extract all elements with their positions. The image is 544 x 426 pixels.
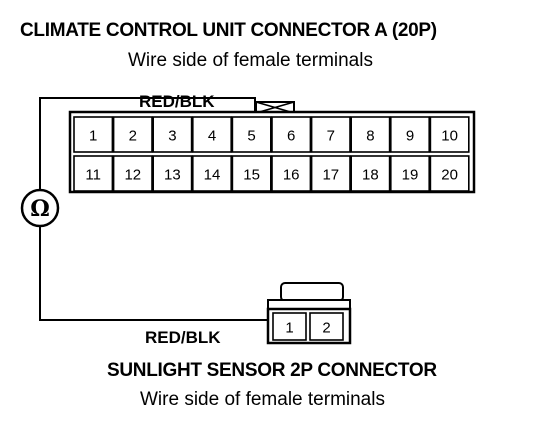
sensor-connector-tab (280, 282, 344, 302)
pin-3-cell (152, 116, 193, 153)
sensor-pin-2-label: 2 (322, 320, 330, 337)
pin-11-label: 11 (85, 167, 101, 184)
pin-8-cell (350, 116, 391, 153)
pin-19-cell (389, 155, 430, 192)
pin-8-label: 8 (366, 128, 374, 145)
pin-16-label: 16 (283, 167, 300, 184)
connector-a-wire-label: RED/BLK (139, 92, 215, 111)
pin-14-label: 14 (204, 167, 221, 184)
pin-1-label: 1 (89, 128, 97, 145)
pin-4-label: 4 (208, 128, 216, 145)
sensor-wire-label: RED/BLK (145, 328, 221, 347)
pin-5-label: 5 (247, 128, 255, 145)
ohm-symbol: Ω (30, 196, 50, 222)
pin-20-label: 20 (441, 167, 458, 184)
pin-10-cell (429, 116, 470, 153)
connector-a-title: CLIMATE CONTROL UNIT CONNECTOR A (20P) (20, 20, 437, 41)
pin-16-cell (271, 155, 312, 192)
pin-5-cell (231, 116, 272, 153)
sensor-pin-2-cell (309, 312, 344, 341)
pin-10-label: 10 (441, 128, 458, 145)
pin-15-label: 15 (243, 167, 260, 184)
pin-4-cell (192, 116, 233, 153)
pin-6-label: 6 (287, 128, 295, 145)
pin-7-label: 7 (327, 128, 335, 145)
pin-17-label: 17 (322, 167, 339, 184)
pin-7-cell (310, 116, 351, 153)
ohmmeter-icon (20, 188, 60, 228)
pin-2-cell (112, 116, 153, 153)
sensor-pin-1-cell (272, 312, 307, 341)
pin-3-label: 3 (168, 128, 176, 145)
pin-2-label: 2 (129, 128, 137, 145)
pin-13-label: 13 (164, 167, 181, 184)
connector-a-subtitle: Wire side of female terminals (128, 50, 373, 71)
pin-18-cell (350, 155, 391, 192)
pin-1-cell (73, 116, 114, 153)
pin-13-cell (152, 155, 193, 192)
sensor-pin-1-label: 1 (285, 320, 293, 337)
pin-14-cell (192, 155, 233, 192)
pin-9-cell (389, 116, 430, 153)
pin-20-cell (429, 155, 470, 192)
pin-6-cell (271, 116, 312, 153)
sensor-connector-subtitle: Wire side of female terminals (140, 389, 385, 410)
pin-12-label: 12 (124, 167, 141, 184)
pin-18-label: 18 (362, 167, 379, 184)
pin-15-cell (231, 155, 272, 192)
pin-11-cell (73, 155, 114, 192)
pin-12-cell (112, 155, 153, 192)
test-wire-lower (39, 226, 268, 321)
pin-19-label: 19 (402, 167, 419, 184)
pin-9-label: 9 (406, 128, 414, 145)
pin-17-cell (310, 155, 351, 192)
sensor-connector-title: SUNLIGHT SENSOR 2P CONNECTOR (107, 360, 437, 381)
